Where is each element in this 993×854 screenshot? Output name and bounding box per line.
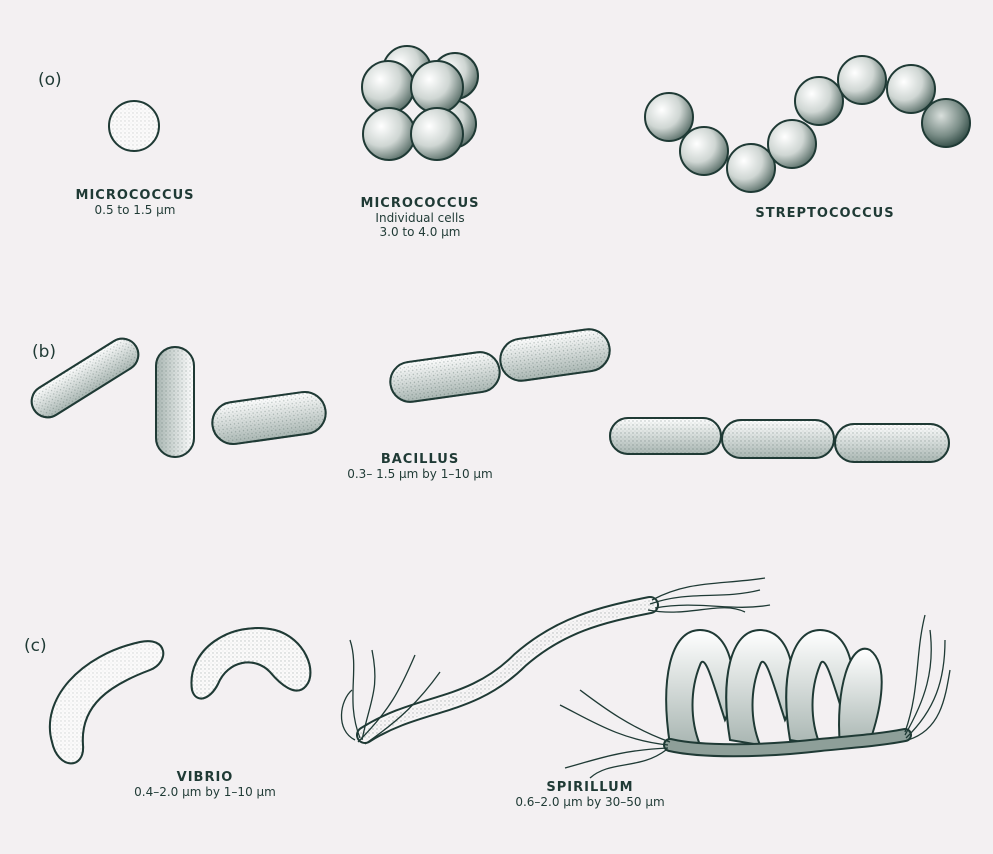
section-label-a: (o) xyxy=(38,70,62,90)
spirillum-coiled-cell xyxy=(560,615,950,778)
vibrio-size: 0.4–2.0 µm by 1–10 µm xyxy=(95,785,315,799)
bacillus-caption: BACILLUS 0.3– 1.5 µm by 1–10 µm xyxy=(310,452,530,481)
bacillus-chain xyxy=(610,418,949,462)
bacillus-single-rods xyxy=(26,333,329,457)
vibrio-name: VIBRIO xyxy=(95,770,315,785)
micrococcus-cluster-size: 3.0 to 4.0 µm xyxy=(330,225,510,239)
bacillus-pair xyxy=(388,327,613,405)
vibrio-caption: VIBRIO 0.4–2.0 µm by 1–10 µm xyxy=(95,770,315,799)
micrococcus-single-caption: MICROCOCCUS 0.5 to 1.5 µm xyxy=(45,188,225,217)
bacillus-size: 0.3– 1.5 µm by 1–10 µm xyxy=(310,467,530,481)
section-label-c: (c) xyxy=(24,636,47,656)
streptococcus-caption: STREPTOCOCCUS xyxy=(735,206,915,221)
streptococcus-name: STREPTOCOCCUS xyxy=(735,206,915,221)
micrococcus-single-cell xyxy=(109,101,159,151)
spirillum-size: 0.6–2.0 µm by 30–50 µm xyxy=(470,795,710,809)
micrococcus-cluster-caption: MICROCOCCUS Individual cells 3.0 to 4.0 … xyxy=(330,196,510,239)
micrococcus-single-size: 0.5 to 1.5 µm xyxy=(45,203,225,217)
section-label-b: (b) xyxy=(32,342,56,362)
spirillum-caption: SPIRILLUM 0.6–2.0 µm by 30–50 µm xyxy=(470,780,710,809)
spirillum-name: SPIRILLUM xyxy=(470,780,710,795)
streptococcus-chain xyxy=(645,56,970,192)
vibrio-cells xyxy=(50,628,311,763)
micrococcus-single-name: MICROCOCCUS xyxy=(45,188,225,203)
micrococcus-cluster-name: MICROCOCCUS xyxy=(330,196,510,211)
bacillus-name: BACILLUS xyxy=(310,452,530,467)
micrococcus-cluster-note: Individual cells xyxy=(330,211,510,225)
micrococcus-cluster xyxy=(362,46,478,160)
